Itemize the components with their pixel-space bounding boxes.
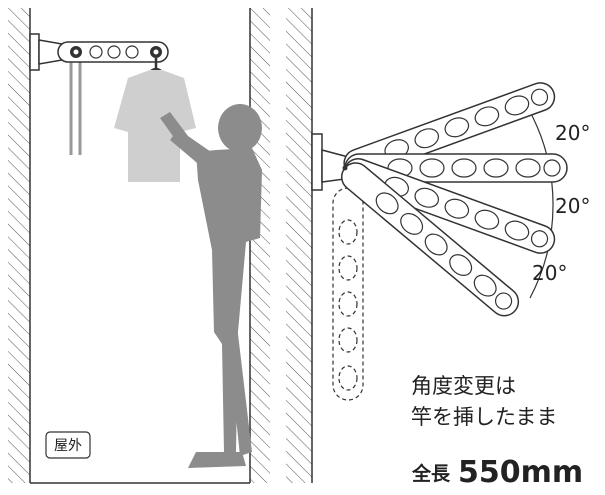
right-scene: 20° 20° 20° 角度変更は 竿を挿したまま 全長 550mm bbox=[286, 8, 590, 490]
person-silhouette bbox=[160, 104, 262, 468]
right-wall bbox=[286, 8, 312, 483]
shirt bbox=[114, 70, 196, 182]
caption-line-2: 竿を挿したまま bbox=[411, 405, 557, 429]
arm-down-40 bbox=[340, 162, 520, 317]
right-wall-bracket bbox=[311, 133, 323, 191]
total-length-value: 550mm bbox=[458, 455, 583, 490]
angle-label-mid: 20° bbox=[555, 194, 590, 218]
outdoor-label-box bbox=[45, 431, 91, 459]
angle-label-bottom: 20° bbox=[532, 261, 567, 285]
left-wall bbox=[8, 8, 30, 483]
outdoor-label: 屋外 bbox=[54, 438, 82, 454]
arm-down-20 bbox=[343, 158, 556, 254]
pivot-dot bbox=[342, 165, 348, 171]
caption-line-1: 角度変更は bbox=[411, 374, 516, 398]
angle-label-top: 20° bbox=[555, 121, 590, 145]
folded-arm-dashed bbox=[332, 187, 364, 401]
angle-arc bbox=[527, 107, 554, 299]
left-scene: 屋外 bbox=[8, 8, 270, 484]
total-length-label: 全長 bbox=[411, 462, 451, 485]
left-wall-bracket bbox=[29, 33, 40, 71]
room-wall-right bbox=[250, 8, 270, 483]
